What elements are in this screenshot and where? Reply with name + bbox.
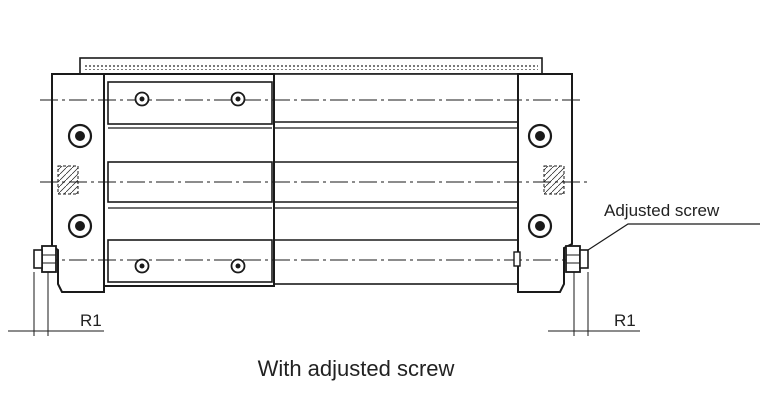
end-block-bolts	[67, 123, 553, 239]
left-r1-dimension	[8, 272, 104, 336]
bolt-icon	[67, 123, 93, 149]
r1-label-left: R1	[80, 311, 102, 330]
top-guide-rail	[79, 57, 543, 75]
adjusted-screw-leader	[587, 223, 760, 251]
screw-icon	[134, 91, 150, 107]
right-r1-dimension	[548, 272, 640, 336]
bolt-icon	[527, 213, 553, 239]
bolt-icon	[527, 123, 553, 149]
screw-icon	[230, 91, 246, 107]
left-carriage-plate	[103, 73, 275, 287]
screw-icon	[134, 258, 150, 274]
left-end-block	[51, 73, 105, 293]
center-lines	[40, 99, 590, 261]
r1-label-right: R1	[614, 311, 636, 330]
screw-icon	[230, 258, 246, 274]
right-end-block	[517, 73, 573, 293]
right-adjusted-screw	[513, 245, 589, 273]
bolt-icon	[67, 213, 93, 239]
carriage-screws	[134, 91, 246, 274]
left-adjusted-screw	[33, 245, 57, 273]
figure-caption: With adjusted screw	[258, 356, 455, 381]
adjusted-screw-label: Adjusted screw	[604, 201, 720, 220]
